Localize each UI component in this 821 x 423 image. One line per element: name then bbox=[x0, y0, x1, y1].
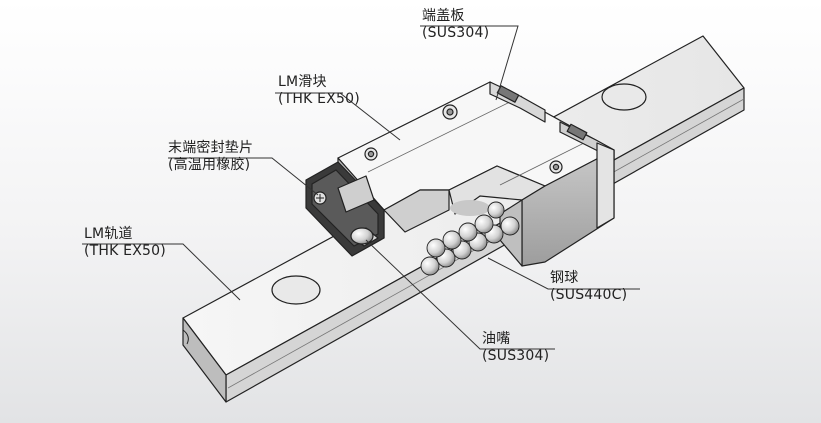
steel-balls bbox=[420, 201, 520, 276]
label-ball: 钢球 (SUS440C) bbox=[550, 270, 627, 304]
label-nipple: 油嘴 (SUS304) bbox=[482, 331, 549, 365]
label-end-cap: 端盖板 (SUS304) bbox=[422, 8, 489, 42]
label-end-cap-name: 端盖板 bbox=[422, 8, 465, 24]
label-ball-name: 钢球 bbox=[550, 270, 579, 286]
label-end-cap-material: (SUS304) bbox=[422, 25, 490, 41]
rail-hole-rear bbox=[601, 83, 647, 111]
label-rail-name: LM轨道 bbox=[84, 226, 133, 242]
label-end-seal: 末端密封垫片 (高温用橡胶) bbox=[168, 140, 253, 174]
label-nipple-material: (SUS304) bbox=[482, 348, 550, 364]
leader-lines bbox=[82, 25, 640, 350]
label-end-seal-name: 末端密封垫片 bbox=[168, 140, 254, 156]
label-rail: LM轨道 (THK EX50) bbox=[84, 226, 166, 260]
rail-hole-front bbox=[271, 275, 321, 305]
label-end-seal-material: (高温用橡胶) bbox=[168, 157, 251, 173]
label-slider-name: LM滑块 bbox=[278, 74, 327, 90]
lm-rail bbox=[182, 35, 745, 403]
grease-nipple bbox=[350, 227, 379, 247]
label-nipple-name: 油嘴 bbox=[482, 331, 511, 347]
label-slider: LM滑块 (THK EX50) bbox=[278, 74, 360, 108]
label-slider-material: (THK EX50) bbox=[278, 91, 360, 107]
end-cap-plate bbox=[489, 81, 615, 229]
label-rail-material: (THK EX50) bbox=[84, 243, 166, 259]
label-ball-material: (SUS440C) bbox=[550, 287, 628, 303]
